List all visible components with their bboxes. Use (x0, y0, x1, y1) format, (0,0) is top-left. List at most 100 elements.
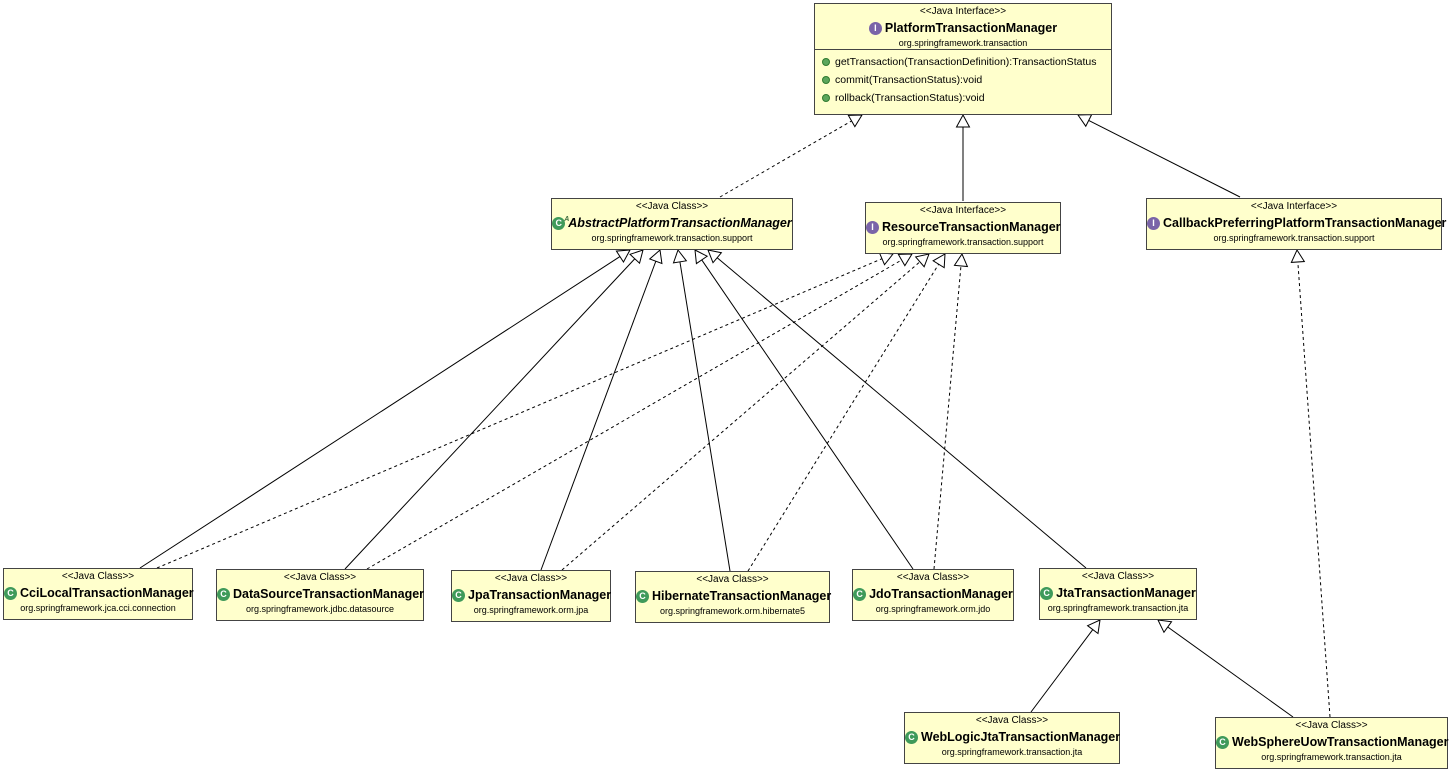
hollow-arrowhead (694, 249, 709, 265)
stereotype-label: <<Java Class>> (896, 572, 970, 583)
public-method-icon (822, 94, 830, 102)
stereotype-label: <<Java Class>> (283, 572, 357, 583)
hollow-arrowhead (878, 252, 894, 266)
class-icon: C (1216, 736, 1229, 749)
class-name: C WebLogicJtaTransactionManager (905, 729, 1120, 746)
jpa-transaction-manager-node[interactable]: <<Java Class>> C JpaTransactionManager o… (451, 570, 611, 622)
generalization-edge-ds-to-aptm (344, 258, 636, 570)
generalization-edge-cci-to-aptm (139, 256, 621, 569)
package-label: org.springframework.transaction.jta (941, 747, 1083, 757)
generalization-edge-hib-to-aptm (679, 261, 731, 572)
class-icon: C (1040, 587, 1054, 600)
generalization-edge-jpa-to-aptm (540, 261, 657, 571)
method-commit[interactable]: commit(TransactionStatus):void (822, 71, 1111, 89)
class-name: C JtaTransactionManager (1040, 585, 1196, 602)
hollow-arrowhead (953, 252, 969, 268)
realization-edge-jdo-to-rtm (933, 265, 962, 570)
generalization-edge-wl-to-jta (1030, 629, 1094, 713)
generalization-edge-jta-to-aptm (716, 257, 1087, 569)
class-name: C DataSourceTransactionManager (217, 586, 424, 603)
class-name: C CciLocalTransactionManager (4, 585, 194, 602)
method-rollback[interactable]: rollback(TransactionStatus):void (822, 89, 1111, 107)
generalization-edge-ws-to-jta (1167, 626, 1294, 718)
public-method-icon (822, 76, 830, 84)
platform-transaction-manager-node[interactable]: <<Java Interface>> I PlatformTransaction… (814, 3, 1112, 115)
realization-edge-aptm-to-ptm (719, 120, 852, 198)
realization-edge-ws-to-cpptm (1297, 261, 1331, 718)
class-icon: C (4, 587, 17, 600)
package-label: org.springframework.transaction.support (882, 237, 1044, 247)
package-label: org.springframework.transaction.jta (1047, 603, 1189, 613)
package-label: org.springframework.transaction.support (1213, 233, 1375, 243)
hibernate-transaction-manager-node[interactable]: <<Java Class>> C HibernateTransactionMan… (635, 571, 831, 623)
class-name: I ResourceTransactionManager (866, 219, 1061, 236)
stereotype-label: <<Java Interface>> (919, 205, 1007, 216)
hollow-arrowhead (955, 113, 971, 128)
class-icon: C (452, 589, 465, 602)
hollow-arrowhead (1157, 619, 1173, 634)
package-label: org.springframework.transaction.jta (1261, 752, 1402, 762)
realization-edge-jpa-to-rtm (561, 261, 921, 571)
data-source-transaction-manager-node[interactable]: <<Java Class>> C DataSourceTransactionMa… (216, 569, 424, 621)
method-get-transaction[interactable]: getTransaction(TransactionDefinition):Tr… (822, 53, 1111, 71)
hollow-arrowhead (648, 249, 663, 265)
class-name: C JdoTransactionManager (853, 586, 1013, 603)
stereotype-label: <<Java Interface>> (919, 6, 1007, 17)
generalization-edge-jdo-to-aptm (701, 259, 914, 570)
class-name: I PlatformTransactionManager (868, 20, 1057, 37)
class-icon: C (636, 590, 649, 603)
resource-transaction-manager-node[interactable]: <<Java Interface>> I ResourceTransaction… (865, 202, 1061, 254)
stereotype-label: <<Java Class>> (494, 573, 568, 584)
hollow-arrowhead (847, 114, 863, 128)
hollow-arrowhead (629, 249, 644, 265)
package-label: org.springframework.transaction.support (591, 233, 753, 243)
package-label: org.springframework.orm.jpa (473, 605, 589, 615)
interface-icon: I (1147, 217, 1160, 230)
class-icon: C (905, 731, 918, 744)
realization-edge-hib-to-rtm (747, 263, 940, 572)
stereotype-label: <<Java Class>> (1081, 571, 1155, 582)
hollow-arrowhead (672, 248, 688, 264)
jta-transaction-manager-node[interactable]: <<Java Class>> C JtaTransactionManager o… (1039, 568, 1197, 620)
hollow-arrowhead (615, 249, 631, 263)
class-name: C HibernateTransactionManager (636, 588, 831, 605)
generalization-edge-cpptm-to-ptm (1088, 119, 1241, 198)
stereotype-label: <<Java Class>> (696, 574, 769, 585)
stereotype-label: <<Java Class>> (61, 571, 135, 582)
class-name: I CallbackPreferringPlatformTransactionM… (1147, 215, 1446, 232)
weblogic-jta-transaction-manager-node[interactable]: <<Java Class>> C WebLogicJtaTransactionM… (904, 712, 1120, 764)
jdo-transaction-manager-node[interactable]: <<Java Class>> C JdoTransactionManager o… (852, 569, 1014, 621)
stereotype-label: <<Java Interface>> (1250, 201, 1338, 212)
package-label: org.springframework.transaction (898, 38, 1028, 48)
realization-edge-ds-to-rtm (366, 259, 902, 570)
interface-icon: I (868, 22, 882, 35)
class-name: C JpaTransactionManager (452, 587, 611, 604)
stereotype-label: <<Java Class>> (1295, 720, 1368, 731)
hollow-arrowhead (897, 253, 913, 267)
realization-edge-cci-to-rtm (156, 258, 883, 569)
package-label: org.springframework.orm.hibernate5 (659, 606, 806, 616)
hollow-arrowhead (914, 253, 930, 268)
class-name: C WebSphereUowTransactionManager (1216, 734, 1449, 751)
interface-icon: I (866, 221, 879, 234)
hollow-arrowhead (707, 249, 723, 264)
stereotype-label: <<Java Class>> (975, 715, 1049, 726)
package-label: org.springframework.jdbc.datasource (245, 604, 395, 614)
hollow-arrowhead (1290, 248, 1306, 263)
callback-preferring-platform-transaction-manager-node[interactable]: <<Java Interface>> I CallbackPreferringP… (1146, 198, 1446, 250)
stereotype-label: <<Java Class>> (635, 201, 709, 212)
cci-local-transaction-manager-node[interactable]: <<Java Class>> C CciLocalTransactionMana… (3, 568, 194, 620)
websphere-uow-transaction-manager-node[interactable]: <<Java Class>> C WebSphereUowTransaction… (1215, 717, 1449, 769)
class-icon: C (217, 588, 230, 601)
package-label: org.springframework.jca.cci.connection (20, 603, 176, 613)
class-icon: C (853, 588, 867, 601)
hollow-arrowhead (1086, 619, 1101, 635)
public-method-icon (822, 58, 830, 66)
method-list: getTransaction(TransactionDefinition):Tr… (815, 49, 1111, 109)
hollow-arrowhead (932, 253, 946, 269)
package-label: org.springframework.orm.jdo (875, 604, 991, 614)
